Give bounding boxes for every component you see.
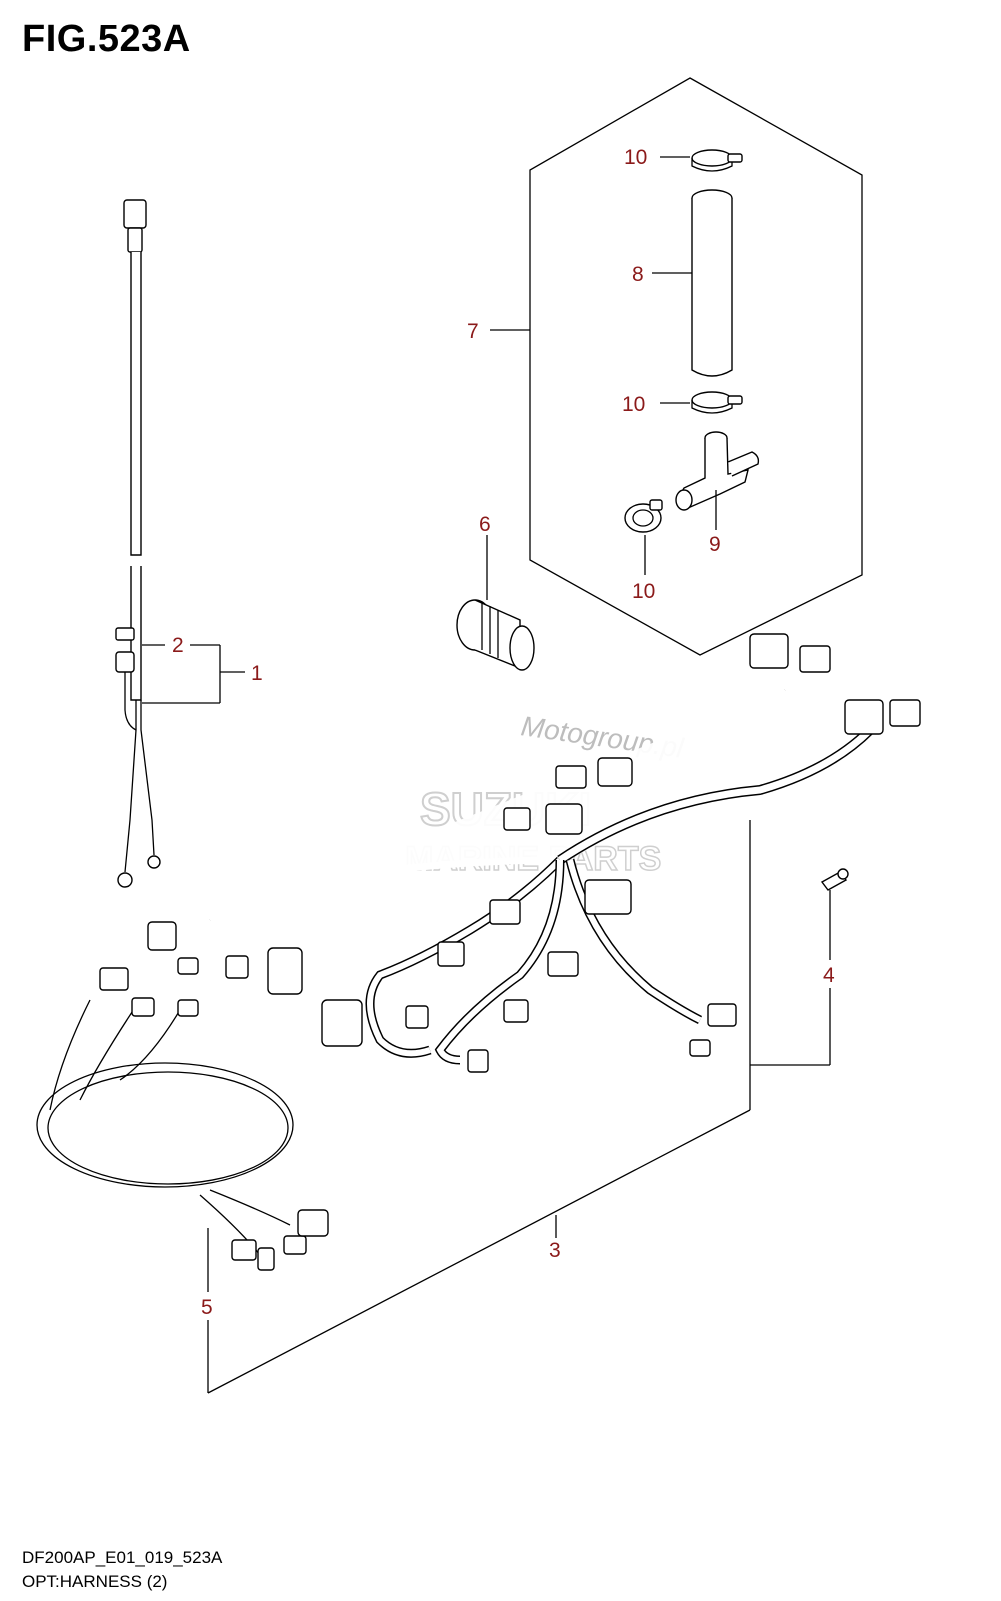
callout-3: 3 [549, 1239, 561, 1262]
hose-clamp-top [691, 149, 743, 172]
callout-5: 5 [201, 1296, 213, 1319]
main-harness [147, 633, 921, 1073]
callout-2: 2 [172, 634, 184, 657]
callout-6: 6 [479, 513, 491, 536]
callout-8: 8 [632, 263, 644, 286]
hose-clamp-middle [691, 391, 743, 414]
callouts: 10 8 7 10 9 10 6 2 1 4 3 5 [172, 146, 835, 1319]
callout-7: 7 [467, 320, 479, 343]
diagram-caption: OPT:HARNESS (2) [22, 1572, 168, 1591]
callout-10-middle: 10 [622, 393, 645, 416]
callout-10-top: 10 [624, 146, 647, 169]
callout-9: 9 [709, 533, 721, 556]
long-harness-loop [36, 967, 329, 1271]
hose [691, 189, 733, 377]
leader-lines [142, 156, 831, 1394]
screw [820, 868, 849, 891]
fuse-lead-harness [115, 199, 161, 888]
kit-outline [529, 77, 863, 656]
grommet [456, 599, 535, 671]
callout-1: 1 [251, 662, 263, 685]
model-code: DF200AP_E01_019_523A [22, 1548, 223, 1567]
callout-4: 4 [823, 964, 835, 987]
t-joint [675, 431, 760, 511]
figure-title: FIG.523A [22, 18, 191, 60]
hose-clamp-bottom [624, 499, 663, 533]
callout-10-bottom: 10 [632, 580, 655, 603]
